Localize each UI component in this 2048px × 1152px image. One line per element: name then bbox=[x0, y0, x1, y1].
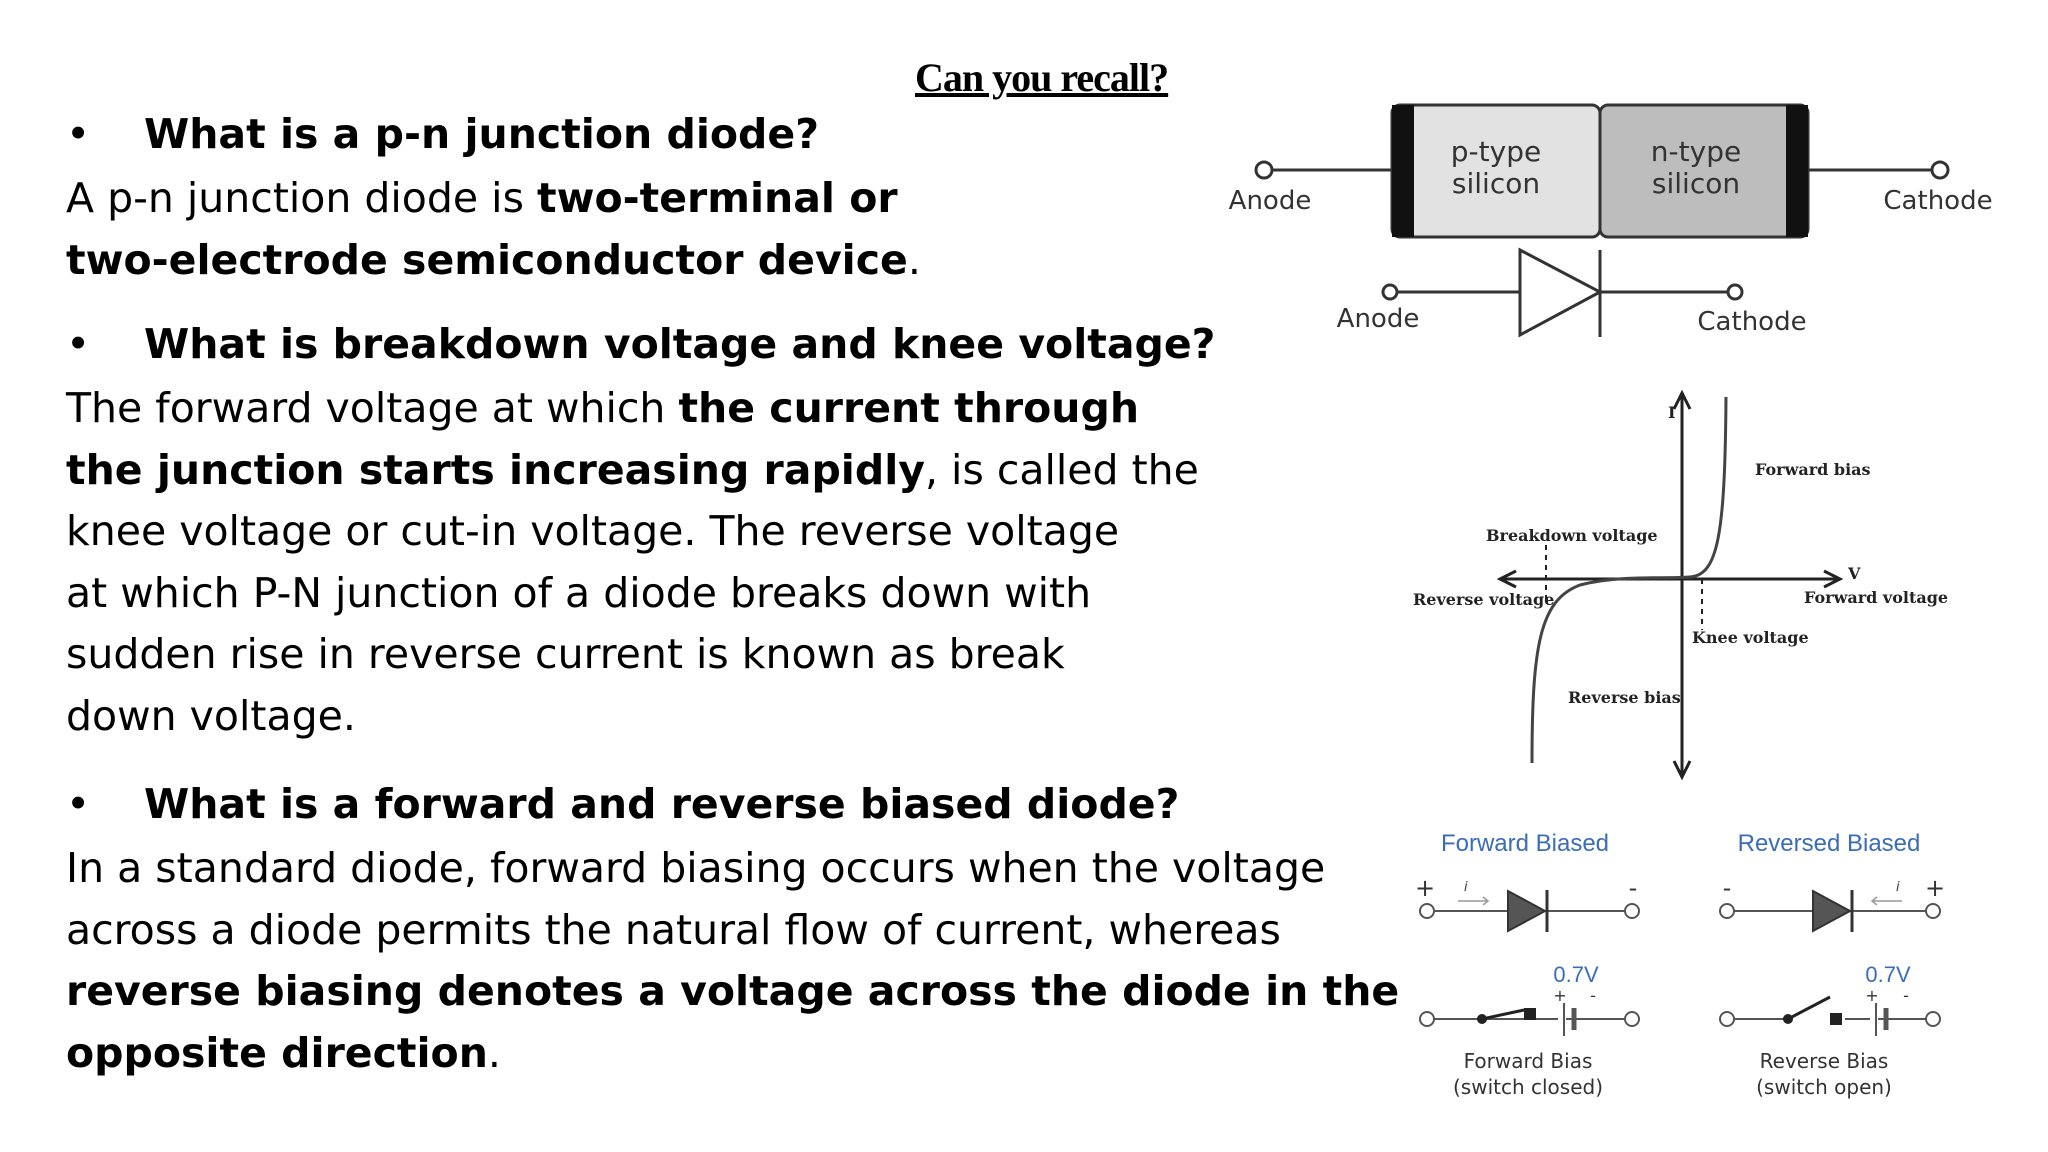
plus-sign: + bbox=[1415, 874, 1435, 902]
forward-caption: Forward Bias bbox=[1464, 1049, 1593, 1073]
silicon-label: silicon bbox=[1652, 167, 1740, 200]
answer-text: A p-n junction diode is bbox=[66, 174, 537, 222]
current-label: i bbox=[1896, 880, 1900, 895]
anode-label: Anode bbox=[1229, 186, 1312, 216]
voltage-label: 0.7V bbox=[1553, 962, 1599, 987]
silicon-label: silicon bbox=[1452, 167, 1540, 200]
answer-text: sudden rise in reverse current is known … bbox=[66, 630, 1065, 678]
answer-bold: two-electrode semiconductor device bbox=[66, 235, 908, 284]
switch-closed bbox=[1481, 1008, 1525, 1021]
answer-forward-reverse: In a standard diode, forward biasing occ… bbox=[66, 838, 1399, 1084]
forward-diode-symbol bbox=[1507, 889, 1548, 933]
minus-sign: - bbox=[1629, 874, 1638, 902]
bullet: • bbox=[66, 320, 91, 368]
answer-pn-junction: A p-n junction diode is two-terminal or … bbox=[66, 168, 921, 291]
iv-curve bbox=[1530, 396, 1728, 764]
answer-text: . bbox=[907, 235, 921, 284]
pn-diode-diagram: p-type silicon n-type silicon Anode Cath… bbox=[1229, 103, 1993, 338]
answer-text: knee voltage or cut-in voltage. The reve… bbox=[66, 507, 1120, 555]
reverse-voltage-label: Reverse voltage bbox=[1413, 590, 1554, 609]
voltage-label: 0.7V bbox=[1865, 962, 1911, 987]
reverse-caption-sub: (switch open) bbox=[1756, 1075, 1892, 1099]
p-type-label: p-type bbox=[1451, 135, 1541, 168]
answer-text: , is called the bbox=[924, 445, 1199, 494]
question-text: What is breakdown voltage and knee volta… bbox=[144, 320, 1216, 368]
answer-bold: opposite direction bbox=[66, 1028, 488, 1077]
anode-label: Anode bbox=[1337, 304, 1420, 334]
plus-sign: + bbox=[1553, 986, 1566, 1005]
minus-sign: - bbox=[1903, 986, 1909, 1005]
current-label: i bbox=[1464, 880, 1468, 895]
question-text: What is a p-n junction diode? bbox=[144, 110, 819, 158]
cathode-label: Cathode bbox=[1883, 186, 1992, 216]
minus-sign: - bbox=[1723, 874, 1732, 902]
reverse-bias-label: Reverse bias bbox=[1568, 688, 1681, 707]
cathode-label: Cathode bbox=[1697, 307, 1806, 337]
question-breakdown-knee: • What is breakdown voltage and knee vol… bbox=[66, 320, 1215, 368]
bias-circuits-diagram: Forward Biased Reversed Biased + - i 0.7… bbox=[1415, 830, 1945, 1099]
plus-sign: + bbox=[1925, 874, 1945, 902]
switch-open bbox=[1787, 995, 1831, 1021]
bullet: • bbox=[66, 110, 91, 158]
answer-breakdown-knee: The forward voltage at which the current… bbox=[66, 378, 1199, 747]
answer-text: . bbox=[487, 1028, 501, 1077]
forward-caption-sub: (switch closed) bbox=[1453, 1075, 1603, 1099]
iv-characteristic-graph: I V Forward bias Breakdown voltage Rever… bbox=[1413, 389, 1948, 781]
reverse-caption: Reverse Bias bbox=[1760, 1049, 1889, 1073]
answer-bold: the current through bbox=[678, 384, 1140, 432]
n-type-label: n-type bbox=[1651, 135, 1741, 168]
answer-bold: two-terminal or bbox=[536, 174, 898, 222]
answer-text: The forward voltage at which bbox=[66, 384, 679, 432]
reversed-biased-title: Reversed Biased bbox=[1738, 830, 1921, 857]
question-text: What is a forward and reverse biased dio… bbox=[144, 780, 1180, 828]
question-forward-reverse: • What is a forward and reverse biased d… bbox=[66, 780, 1179, 828]
answer-bold: reverse biasing denotes a voltage across… bbox=[66, 967, 1400, 1015]
plus-sign: + bbox=[1865, 986, 1878, 1005]
answer-bold: the junction starts increasing rapidly bbox=[66, 445, 925, 494]
forward-voltage-label: Forward voltage bbox=[1804, 588, 1948, 607]
forward-biased-title: Forward Biased bbox=[1441, 830, 1609, 857]
diode-symbol bbox=[1518, 247, 1604, 338]
reverse-diode-symbol bbox=[1812, 889, 1853, 933]
answer-text: In a standard diode, forward biasing occ… bbox=[66, 844, 1326, 892]
minus-sign: - bbox=[1590, 986, 1596, 1005]
question-pn-junction: • What is a p-n junction diode? bbox=[66, 110, 819, 158]
axis-i-label: I bbox=[1668, 403, 1675, 422]
answer-text: down voltage. bbox=[66, 691, 356, 740]
answer-text: across a diode permits the natural flow … bbox=[66, 905, 1281, 954]
axis-v-label: V bbox=[1847, 564, 1861, 583]
answer-text: at which P-N junction of a diode breaks … bbox=[66, 568, 1092, 617]
breakdown-voltage-label: Breakdown voltage bbox=[1486, 526, 1658, 545]
bullet: • bbox=[66, 780, 91, 828]
forward-bias-label: Forward bias bbox=[1755, 460, 1871, 479]
knee-voltage-label: Knee voltage bbox=[1692, 628, 1809, 647]
slide-title: Can you recall? bbox=[915, 55, 1169, 100]
